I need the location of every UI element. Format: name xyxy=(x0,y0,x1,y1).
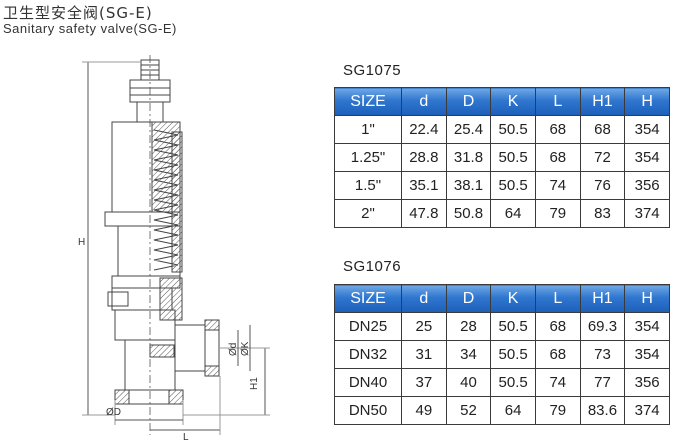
table-cell: 69.3 xyxy=(579,312,626,341)
table-cell: 68 xyxy=(534,340,581,369)
table-cell: DN40 xyxy=(334,368,402,397)
table-cell: 354 xyxy=(624,143,670,172)
table-cell: 50.5 xyxy=(490,312,536,341)
title-english: Sanitary safety valve(SG-E) xyxy=(3,21,177,36)
dim-label-d: Ød xyxy=(228,343,239,356)
table-cell: 25.4 xyxy=(445,115,492,144)
col-header: H xyxy=(624,87,670,116)
table-cell: 50.5 xyxy=(490,115,536,144)
col-header: K xyxy=(490,87,536,116)
table-cell: 83 xyxy=(579,199,626,228)
title-chinese: 卫生型安全阀(SG-E) xyxy=(3,4,153,22)
spec-table-sg1076: SIZE d D K L H1 H DN25 25 28 50.5 68 69.… xyxy=(334,284,670,425)
table-cell: 1.5" xyxy=(334,171,402,200)
table-cell: DN25 xyxy=(334,312,402,341)
table-header-row: SIZE d D K L H1 H xyxy=(334,87,670,116)
table-cell: 50.8 xyxy=(445,199,492,228)
table-cell: 31 xyxy=(401,340,447,369)
table-cell: 28.8 xyxy=(401,143,447,172)
table-header-row: SIZE d D K L H1 H xyxy=(334,284,670,313)
table-cell: 22.4 xyxy=(401,115,447,144)
table-cell: 68 xyxy=(579,115,626,144)
table-cell: 77 xyxy=(579,368,626,397)
table-cell: 374 xyxy=(624,396,670,425)
model-label-sg1075: SG1075 xyxy=(343,62,402,79)
dim-label-h1: H1 xyxy=(249,377,260,390)
table-cell: 47.8 xyxy=(401,199,447,228)
table-row: DN50 49 52 64 79 83.6 374 xyxy=(334,396,670,425)
table-cell: DN32 xyxy=(334,340,402,369)
table-cell: 354 xyxy=(624,115,670,144)
col-header: H xyxy=(624,284,670,313)
col-header: SIZE xyxy=(334,87,402,116)
table-cell: 50.5 xyxy=(490,340,536,369)
table-cell: 68 xyxy=(534,143,581,172)
table-row: 1.5" 35.1 38.1 50.5 74 76 356 xyxy=(334,171,670,200)
dim-label-k: ØK xyxy=(240,341,251,356)
dim-label-h: H xyxy=(78,237,85,248)
table-cell: 38.1 xyxy=(445,171,492,200)
col-header: d xyxy=(401,87,447,116)
table-cell: 37 xyxy=(401,368,447,397)
table-cell: 68 xyxy=(534,312,581,341)
table-cell: 74 xyxy=(534,171,581,200)
dim-label-od: ØD xyxy=(106,407,121,418)
dim-label-l: L xyxy=(183,432,189,443)
table-cell: 49 xyxy=(401,396,447,425)
table-row: DN40 37 40 50.5 74 77 356 xyxy=(334,368,670,397)
valve-technical-drawing: H H1 L ØD Ød ØK xyxy=(78,55,270,443)
table-cell: 68 xyxy=(534,115,581,144)
table-cell: 64 xyxy=(490,396,536,425)
table-cell: 79 xyxy=(534,199,581,228)
col-header: SIZE xyxy=(334,284,402,313)
table-row: 1" 22.4 25.4 50.5 68 68 354 xyxy=(334,115,670,144)
table-cell: 354 xyxy=(624,312,670,341)
table-cell: 50.5 xyxy=(490,143,536,172)
model-label-sg1076: SG1076 xyxy=(343,258,402,275)
table-cell: 50.5 xyxy=(490,171,536,200)
table-cell: 1" xyxy=(334,115,402,144)
col-header: H1 xyxy=(579,284,626,313)
table-cell: 25 xyxy=(401,312,447,341)
col-header: D xyxy=(445,87,492,116)
table-cell: DN50 xyxy=(334,396,402,425)
spec-table-sg1075: SIZE d D K L H1 H 1" 22.4 25.4 50.5 68 6… xyxy=(334,87,670,228)
table-cell: 74 xyxy=(534,368,581,397)
table-cell: 356 xyxy=(624,368,670,397)
table-cell: 356 xyxy=(624,171,670,200)
table-cell: 35.1 xyxy=(401,171,447,200)
table-cell: 50.5 xyxy=(490,368,536,397)
col-header: H1 xyxy=(579,87,626,116)
table-cell: 34 xyxy=(445,340,492,369)
table-cell: 76 xyxy=(579,171,626,200)
table-cell: 1.25" xyxy=(334,143,402,172)
table-cell: 31.8 xyxy=(445,143,492,172)
table-row: DN25 25 28 50.5 68 69.3 354 xyxy=(334,312,670,341)
col-header: L xyxy=(534,87,581,116)
table-cell: 40 xyxy=(445,368,492,397)
table-cell: 354 xyxy=(624,340,670,369)
col-header: D xyxy=(445,284,492,313)
table-cell: 73 xyxy=(579,340,626,369)
col-header: L xyxy=(534,284,581,313)
table-cell: 72 xyxy=(579,143,626,172)
col-header: K xyxy=(490,284,536,313)
table-cell: 374 xyxy=(624,199,670,228)
table-row: DN32 31 34 50.5 68 73 354 xyxy=(334,340,670,369)
table-cell: 52 xyxy=(445,396,492,425)
table-cell: 64 xyxy=(490,199,536,228)
table-row: 1.25" 28.8 31.8 50.5 68 72 354 xyxy=(334,143,670,172)
table-cell: 2" xyxy=(334,199,402,228)
col-header: d xyxy=(401,284,447,313)
table-row: 2" 47.8 50.8 64 79 83 374 xyxy=(334,199,670,228)
table-cell: 83.6 xyxy=(579,396,626,425)
table-cell: 28 xyxy=(445,312,492,341)
table-cell: 79 xyxy=(534,396,581,425)
